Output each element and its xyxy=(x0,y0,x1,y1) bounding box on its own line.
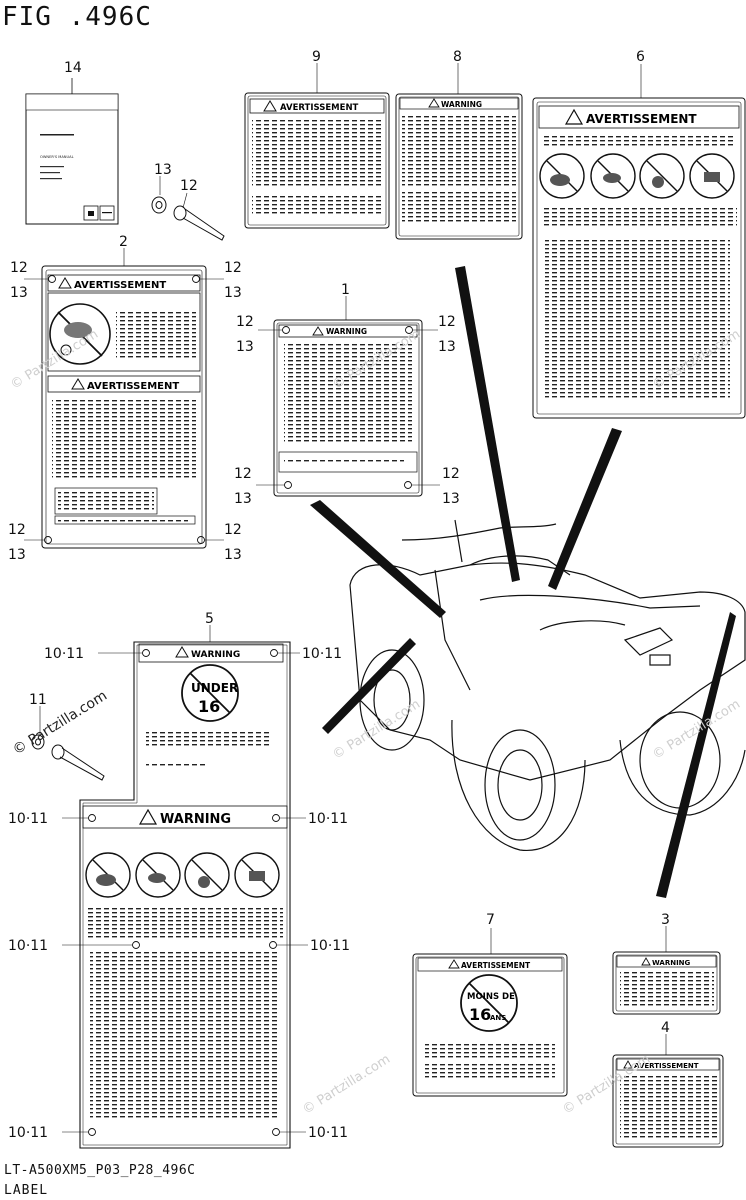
callout-13-l1-tr: 13 xyxy=(438,339,456,355)
label-2-heading-bottom: AVERTISSEMENT xyxy=(87,381,179,392)
callout-4: 4 xyxy=(661,1020,670,1036)
callout-3: 3 xyxy=(661,912,670,928)
callout-12-l1-tr: 12 xyxy=(438,314,456,330)
callout-13-l1-tl: 13 xyxy=(236,339,254,355)
callout-7: 7 xyxy=(486,912,495,928)
figure-title: FIG .496C xyxy=(2,2,152,32)
callout-5: 5 xyxy=(205,611,214,627)
label-3-warning: WARNING xyxy=(612,951,721,1015)
label-4-avertissement: AVERTISSEMENT xyxy=(612,1054,724,1148)
callout-12-l2-tr: 12 xyxy=(224,260,242,276)
label-7-moins-de-text: MOINS DE xyxy=(467,992,515,1002)
callout-11: 11 xyxy=(29,692,47,708)
callout-12-l2-tl: 12 xyxy=(10,260,28,276)
callout-10-11-f: 10·11 xyxy=(310,938,350,954)
callout-10-11-a: 10·11 xyxy=(44,646,84,662)
rivet-and-washer-top xyxy=(151,196,225,241)
label-5-heading-top: WARNING xyxy=(191,650,240,660)
label-3-heading: WARNING xyxy=(652,959,691,967)
callout-13-l2-tr: 13 xyxy=(224,285,242,301)
callout-12-l1-br: 12 xyxy=(442,466,460,482)
callout-10-11-e: 10·11 xyxy=(8,938,48,954)
footer-figure-name: LABEL xyxy=(4,1183,49,1198)
callout-12-l2-br: 12 xyxy=(224,522,242,538)
label-1-heading: WARNING xyxy=(326,327,367,336)
callout-14: 14 xyxy=(64,60,82,76)
callout-8: 8 xyxy=(453,49,462,65)
label-7-age-text: 16 xyxy=(469,1005,491,1024)
footer-diagram-code: LT-A500XM5_P03_P28_496C xyxy=(4,1163,196,1178)
label-5-warning: WARNING UNDER 16 WARNING xyxy=(79,641,291,1149)
label-5-under-text: UNDER xyxy=(191,681,238,695)
label-1-warning: WARNING xyxy=(273,319,423,497)
label-2-avertissement: AVERTISSEMENT AVERTISSEMENT xyxy=(41,265,207,549)
label-5-age-text: 16 xyxy=(198,697,220,716)
label-2-heading-top: AVERTISSEMENT xyxy=(74,280,166,291)
callout-9: 9 xyxy=(312,49,321,65)
pointer-wedges xyxy=(310,266,736,898)
label-4-heading: AVERTISSEMENT xyxy=(634,1062,699,1070)
owners-manual-title: OWNER'S MANUAL xyxy=(40,155,74,159)
callout-12-l2-bl: 12 xyxy=(8,522,26,538)
callout-10-11-b: 10·11 xyxy=(302,646,342,662)
rivet-and-washer-left xyxy=(31,734,105,781)
label-9-avertissement: AVERTISSEMENT xyxy=(244,92,390,229)
owners-manual: OWNER'S MANUAL xyxy=(25,93,119,225)
callout-6: 6 xyxy=(636,49,645,65)
callout-13-top: 13 xyxy=(154,162,172,178)
callout-13-l2-br: 13 xyxy=(224,547,242,563)
callout-13-l2-bl: 13 xyxy=(8,547,26,563)
callout-10-11-h: 10·11 xyxy=(308,1125,348,1141)
label-6-heading: AVERTISSEMENT xyxy=(586,112,697,126)
label-7-heading: AVERTISSEMENT xyxy=(461,961,531,970)
callout-10-11-d: 10·11 xyxy=(308,811,348,827)
callout-12-top: 12 xyxy=(180,178,198,194)
callout-10-11-g: 10·11 xyxy=(8,1125,48,1141)
label-5-heading-bottom: WARNING xyxy=(160,812,231,827)
label-8-warning: WARNING xyxy=(395,93,523,240)
callout-12-l1-bl: 12 xyxy=(234,466,252,482)
label-8-heading: WARNING xyxy=(441,100,482,109)
callout-13-l2-tl: 13 xyxy=(10,285,28,301)
label-9-heading: AVERTISSEMENT xyxy=(280,103,359,113)
callout-12-l1-tl: 12 xyxy=(236,314,254,330)
callout-2: 2 xyxy=(119,234,128,250)
label-6-avertissement: AVERTISSEMENT xyxy=(532,97,746,419)
callout-10-11-c: 10·11 xyxy=(8,811,48,827)
label-7-ans-text: ANS xyxy=(490,1014,506,1022)
callout-13-l1-bl: 13 xyxy=(234,491,252,507)
label-7-avertissement: AVERTISSEMENT MOINS DE 16 ANS xyxy=(412,953,568,1097)
callout-13-l1-br: 13 xyxy=(442,491,460,507)
callout-1: 1 xyxy=(341,282,350,298)
